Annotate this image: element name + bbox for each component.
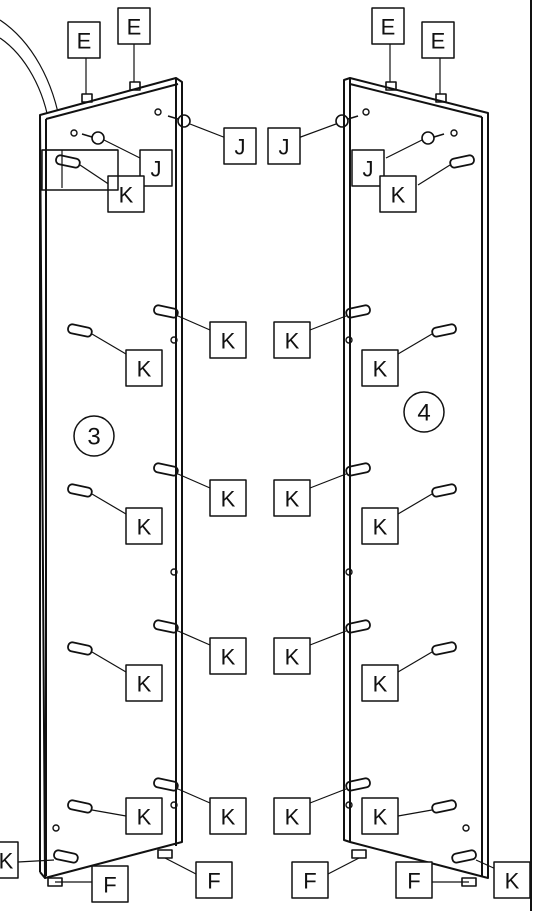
label-k: K xyxy=(505,869,520,894)
label-k: K xyxy=(285,329,300,354)
label-j: J xyxy=(151,157,162,182)
label-k: K xyxy=(285,487,300,512)
connectors-e xyxy=(81,81,447,103)
label-k: K xyxy=(221,645,236,670)
label-k: K xyxy=(221,329,236,354)
label-k: K xyxy=(285,645,300,670)
label-k: K xyxy=(221,805,236,830)
label-k: K xyxy=(373,805,388,830)
label-f: F xyxy=(103,873,116,898)
label-k: K xyxy=(373,357,388,382)
label-k: K xyxy=(373,672,388,697)
label-j: J xyxy=(363,157,374,182)
label-e: E xyxy=(127,15,142,40)
label-k: K xyxy=(137,515,152,540)
label-j: J xyxy=(279,135,290,160)
callout-boxes xyxy=(0,7,531,903)
label-k: K xyxy=(137,672,152,697)
label-f: F xyxy=(207,869,220,894)
label-k: K xyxy=(0,849,14,874)
label-j: J xyxy=(235,135,246,160)
label-k: K xyxy=(221,487,236,512)
label-k: K xyxy=(119,183,134,208)
label-k: K xyxy=(285,805,300,830)
panel-3-number-circle xyxy=(73,415,115,457)
leader-lines xyxy=(17,44,499,883)
label-k: K xyxy=(137,357,152,382)
label-e: E xyxy=(381,15,396,40)
label-f: F xyxy=(407,869,420,894)
panel-3-number: 3 xyxy=(87,424,100,451)
dowels xyxy=(53,154,477,864)
label-e: E xyxy=(431,29,446,54)
panel-4-number-circle xyxy=(403,391,445,433)
label-e: E xyxy=(77,29,92,54)
label-k: K xyxy=(391,183,406,208)
label-f: F xyxy=(303,869,316,894)
panel-4-number: 4 xyxy=(417,400,430,427)
label-k: K xyxy=(373,515,388,540)
cam-fittings xyxy=(81,114,445,145)
label-k: K xyxy=(137,805,152,830)
